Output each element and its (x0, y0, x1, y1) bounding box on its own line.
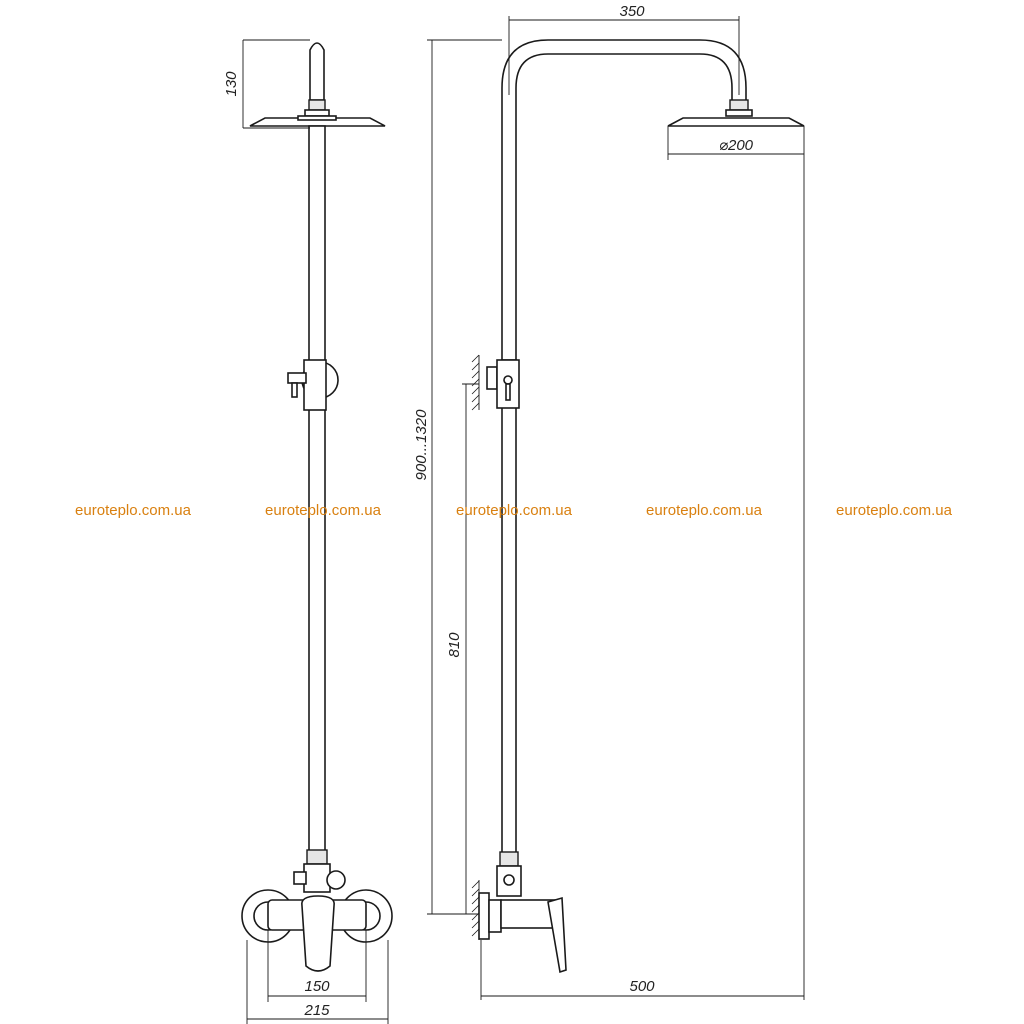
front-diverter-knob (293, 871, 307, 885)
side-main-pipe (501, 359, 517, 861)
side-head-connector (729, 99, 749, 111)
side-view (471, 39, 805, 974)
dim-mixer-spacing-label: 150 (304, 978, 330, 995)
side-eccentric-plate (478, 892, 490, 940)
dim-total-height: 900...1320 (413, 39, 502, 915)
watermark-text: euroteplo.com.ua (646, 502, 763, 519)
side-mixer-lever (547, 896, 567, 974)
front-shower-head (249, 117, 386, 127)
front-pipe-collar (306, 849, 328, 865)
side-gooseneck (501, 39, 747, 360)
dim-mixer-width: 215 (246, 940, 389, 1024)
dim-holder-height-label: 810 (446, 632, 463, 658)
watermark-text: euroteplo.com.ua (456, 502, 573, 519)
dim-head-diameter-label: ⌀200 (719, 137, 754, 154)
watermark-text: euroteplo.com.ua (75, 502, 192, 519)
watermark-row: euroteplo.com.ua euroteplo.com.ua eurote… (75, 502, 953, 519)
front-head-connector (308, 99, 326, 111)
front-top-pipe (309, 42, 325, 101)
watermark-text: euroteplo.com.ua (265, 502, 382, 519)
dim-mixer-spacing: 150 (267, 930, 367, 1002)
front-main-pipe (308, 125, 326, 867)
dim-head-height-label: 130 (223, 71, 240, 97)
dim-mixer-width-label: 215 (303, 1002, 330, 1019)
dim-total-height-label: 900...1320 (413, 409, 430, 481)
dim-head-diameter: ⌀200 (667, 126, 805, 1000)
wall-hatch-upper (471, 354, 480, 411)
wall-hatch-lower (471, 880, 480, 937)
dim-holder-height: 810 (446, 383, 479, 915)
dim-projection-label: 500 (629, 978, 655, 995)
front-mixer-lever (301, 895, 335, 972)
side-wall-holder (486, 366, 498, 390)
dim-top-width-label: 350 (619, 3, 645, 20)
side-pipe-collar (499, 851, 519, 867)
dim-projection: 500 (480, 940, 804, 1000)
dim-top-width: 350 (508, 3, 740, 95)
side-shower-head (667, 117, 805, 127)
dim-head-height: 130 (223, 39, 310, 129)
watermark-text: euroteplo.com.ua (836, 502, 953, 519)
